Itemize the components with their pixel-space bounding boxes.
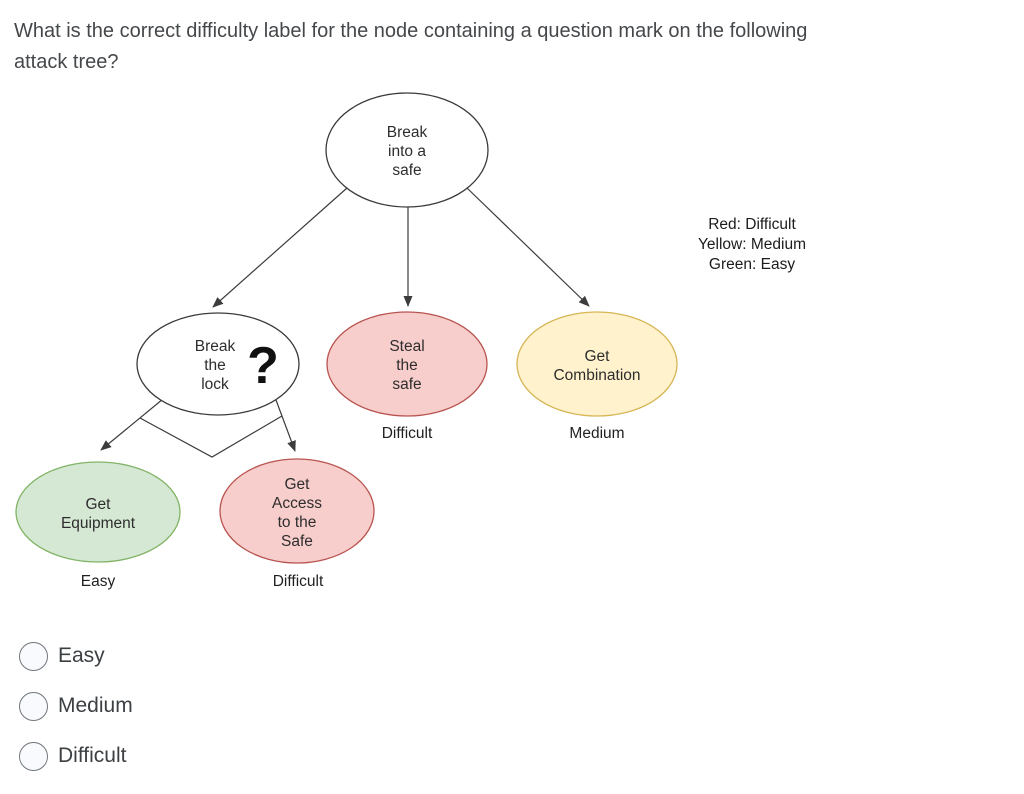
question-line-2: attack tree? xyxy=(14,51,119,73)
legend-green: Green: Easy xyxy=(709,256,795,273)
option-easy-label[interactable]: Easy xyxy=(58,644,105,667)
radio-easy[interactable] xyxy=(19,641,48,671)
node-get-equipment-label: Get xyxy=(86,496,112,513)
node-break-into-safe: Break into a safe xyxy=(325,92,489,208)
node-get-access-to-safe-label: Safe xyxy=(281,533,313,550)
node-break-the-lock-label: the xyxy=(204,357,226,374)
edge-root-to-break-lock xyxy=(212,187,348,308)
node-get-equipment: Get Equipment Easy xyxy=(15,461,181,590)
node-get-access-to-safe-label: Get xyxy=(285,476,311,493)
difficulty-label-get-combination: Medium xyxy=(569,425,624,442)
node-get-combination-label: Get xyxy=(585,348,611,365)
legend-yellow: Yellow: Medium xyxy=(698,236,806,253)
node-get-access-to-safe-ellipse xyxy=(219,458,375,564)
node-steal-the-safe: Steal the safe Difficult xyxy=(326,311,488,442)
node-steal-the-safe-label: safe xyxy=(392,376,421,393)
question-line-1: What is the correct difficulty label for… xyxy=(14,20,808,42)
node-get-combination-label: Combination xyxy=(553,367,640,384)
and-chevron-connector xyxy=(139,415,283,458)
radio-medium[interactable] xyxy=(19,691,48,721)
option-medium[interactable]: Medium xyxy=(19,691,133,721)
legend-red: Red: Difficult xyxy=(708,216,796,233)
color-legend: Red: Difficult Yellow: Medium Green: Eas… xyxy=(698,216,806,273)
node-break-into-safe-label: into a xyxy=(388,143,426,160)
node-steal-the-safe-label: the xyxy=(396,357,418,374)
node-break-the-lock-label: lock xyxy=(201,376,229,393)
edge-root-to-get-combination xyxy=(466,187,590,307)
node-get-combination: Get Combination Medium xyxy=(516,311,678,442)
radio-difficult[interactable] xyxy=(19,741,48,771)
node-get-access-to-safe-label: Access xyxy=(272,495,322,512)
difficulty-label-get-equipment: Easy xyxy=(81,573,116,590)
difficulty-label-steal-safe: Difficult xyxy=(382,425,433,442)
question-text: What is the correct difficulty label for… xyxy=(14,16,1004,78)
node-break-into-safe-label: safe xyxy=(392,162,421,179)
option-difficult[interactable]: Difficult xyxy=(19,741,126,771)
node-break-the-lock-label: Break xyxy=(195,338,236,355)
node-get-access-to-safe-label: to the xyxy=(278,514,317,531)
difficulty-label-get-access: Difficult xyxy=(273,573,324,590)
node-steal-the-safe-ellipse xyxy=(326,311,488,417)
node-break-into-safe-label: Break xyxy=(387,124,428,141)
edge-break-lock-to-get-equipment xyxy=(100,398,164,451)
option-easy[interactable]: Easy xyxy=(19,641,105,671)
node-get-access-to-safe: Get Access to the Safe Difficult xyxy=(219,458,375,590)
node-steal-the-safe-label: Steal xyxy=(389,338,424,355)
option-medium-label[interactable]: Medium xyxy=(58,694,133,717)
node-break-the-lock: Break the lock ? xyxy=(136,312,300,416)
option-difficult-label[interactable]: Difficult xyxy=(58,744,127,767)
question-mark-marker: ? xyxy=(247,337,279,395)
node-break-into-safe-ellipse xyxy=(325,92,489,208)
node-get-equipment-ellipse xyxy=(15,461,181,563)
node-get-combination-ellipse xyxy=(516,311,678,417)
node-break-the-lock-ellipse xyxy=(136,312,300,416)
attack-tree-diagram: Break into a safe Red: Difficult Yellow:… xyxy=(15,92,806,590)
node-get-equipment-label: Equipment xyxy=(61,515,136,532)
edge-break-lock-to-get-access xyxy=(275,399,296,452)
